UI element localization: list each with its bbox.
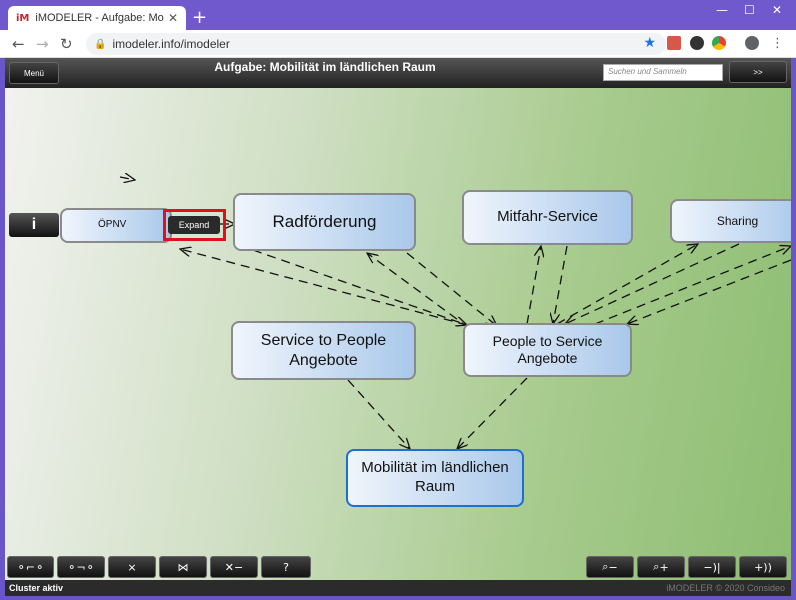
edge-arrow bbox=[406, 252, 497, 326]
url-text: imodeler.info/imodeler bbox=[112, 37, 230, 51]
forward-icon[interactable]: → bbox=[36, 35, 49, 53]
edge-arrow bbox=[556, 244, 698, 325]
model-canvas[interactable]: i ÖPNV Expand Radförderung Mitfahr-Servi… bbox=[5, 88, 791, 580]
node-mitfahr-service[interactable]: Mitfahr-Service bbox=[462, 190, 633, 245]
back-icon[interactable]: ← bbox=[12, 35, 25, 53]
edge-arrow bbox=[252, 249, 467, 325]
bike-forward-icon[interactable]: ⚬¬⚬ bbox=[57, 556, 105, 578]
node-sharing[interactable]: Sharing bbox=[670, 199, 791, 243]
edge-arrow bbox=[347, 379, 410, 449]
browser-tab[interactable]: iM iMODELER - Aufgabe: Mobilität i ✕ bbox=[8, 6, 186, 30]
new-tab-button[interactable]: + bbox=[192, 7, 208, 28]
edge-arrow bbox=[526, 246, 541, 325]
app-header: Menü Aufgabe: Mobilität im ländlichen Ra… bbox=[5, 58, 791, 88]
node-label: Radförderung bbox=[272, 212, 377, 232]
status-text: Cluster aktiv bbox=[9, 583, 64, 593]
node-label-line2: Raum bbox=[414, 478, 455, 495]
zoom-in-icon[interactable]: ⌕+ bbox=[637, 556, 685, 578]
node-people-to-service[interactable]: People to Service Angebote bbox=[463, 323, 632, 377]
tab-title: iMODELER - Aufgabe: Mobilität i bbox=[35, 12, 164, 24]
node-label-line1: Mobilität im ländlichen bbox=[361, 459, 509, 477]
edge-arrow bbox=[553, 245, 568, 324]
bookmark-star-icon[interactable]: ★ bbox=[643, 35, 656, 51]
reload-icon[interactable]: ↻ bbox=[60, 35, 73, 53]
expand-highlight-frame bbox=[163, 209, 226, 241]
imodeler-favicon-icon: iM bbox=[16, 12, 30, 24]
browser-toolbar: ← → ↻ 🔒 imodeler.info/imodeler ★ bbox=[0, 30, 796, 58]
more-menu-icon[interactable]: ⋮ bbox=[771, 36, 784, 51]
node-mobilitaet-laendlicher-raum[interactable]: Mobilität im ländlichen Raum bbox=[346, 449, 524, 507]
cluster-x-icon[interactable]: ⨯ bbox=[108, 556, 156, 578]
node-label: ÖPNV bbox=[98, 219, 127, 231]
search-input[interactable]: Suchen und Sammeln bbox=[603, 64, 723, 81]
status-bar: Cluster aktiv iMODELER © 2020 Consideo bbox=[5, 580, 791, 596]
lock-icon: 🔒 bbox=[94, 38, 107, 50]
edge-arrow bbox=[457, 377, 528, 449]
node-label: Mitfahr-Service bbox=[497, 208, 598, 226]
collapse-right-button[interactable]: −)| bbox=[688, 556, 736, 578]
browser-titlebar: iM iMODELER - Aufgabe: Mobilität i ✕ + —… bbox=[0, 0, 796, 30]
help-button[interactable]: ? bbox=[261, 556, 311, 578]
node-radfoerderung[interactable]: Radförderung bbox=[233, 193, 416, 251]
expand-button[interactable]: Expand bbox=[168, 216, 220, 234]
node-label: Sharing bbox=[716, 213, 759, 228]
node-label-line1: Service to People bbox=[260, 331, 387, 349]
minimize-icon[interactable]: — bbox=[716, 3, 728, 17]
tab-close-icon[interactable]: ✕ bbox=[167, 11, 178, 25]
window-close-icon[interactable]: ✕ bbox=[772, 3, 783, 17]
expand-right-button[interactable]: +)) bbox=[739, 556, 787, 578]
network-icon[interactable]: ⋈ bbox=[159, 556, 207, 578]
node-label-line1: People to Service bbox=[492, 332, 603, 349]
page-title: Aufgabe: Mobilität im ländlichen Raum bbox=[214, 60, 436, 74]
reduce-network-icon[interactable]: ✕− bbox=[210, 556, 258, 578]
zoom-out-icon[interactable]: ⌕− bbox=[586, 556, 634, 578]
bike-back-icon[interactable]: ⚬⌐⚬ bbox=[7, 556, 54, 578]
copyright-text: iMODELER © 2020 Consideo bbox=[666, 583, 785, 593]
node-service-to-people[interactable]: Service to People Angebote bbox=[231, 321, 416, 380]
info-button[interactable]: i bbox=[9, 213, 59, 237]
edge-arrow bbox=[119, 177, 135, 180]
chrome-extension-icon[interactable] bbox=[712, 36, 726, 50]
node-oepnv[interactable]: ÖPNV bbox=[60, 208, 172, 243]
profile-avatar-icon[interactable] bbox=[745, 36, 759, 50]
maximize-icon[interactable]: ☐ bbox=[744, 3, 755, 17]
edge-arrow bbox=[367, 253, 470, 329]
pdf-extension-icon[interactable] bbox=[667, 36, 681, 50]
next-button[interactable]: >> bbox=[729, 61, 787, 83]
connection-edges bbox=[119, 88, 791, 580]
extension-circle-icon[interactable] bbox=[690, 36, 704, 50]
node-label-line2: Angebote bbox=[517, 350, 578, 366]
edge-arrow bbox=[594, 246, 791, 325]
node-label-line2: Angebote bbox=[289, 351, 358, 369]
edge-arrow bbox=[565, 243, 740, 324]
address-bar[interactable]: 🔒 imodeler.info/imodeler ★ bbox=[86, 33, 666, 55]
edge-arrow bbox=[180, 249, 468, 326]
menu-button[interactable]: Menü bbox=[9, 62, 59, 84]
